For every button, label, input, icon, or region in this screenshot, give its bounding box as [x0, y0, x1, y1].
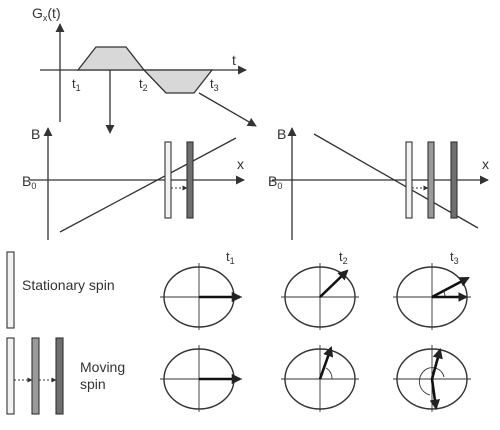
time-axis-label: t	[232, 52, 236, 68]
spin-slab-dark	[450, 141, 458, 219]
field-left-x-label: x	[237, 156, 244, 172]
positive-lobe	[76, 46, 146, 71]
field-left-y-label: B	[31, 126, 41, 142]
gradient-axis-label: Gx(t)	[32, 5, 61, 23]
gradient-waveform-panel	[40, 23, 257, 134]
field-right-x-label: x	[482, 156, 489, 172]
t1-label: t1	[72, 76, 81, 93]
spin-vector	[318, 346, 334, 380]
spin-vector	[431, 276, 470, 299]
moving-spin-label-line1: Moving	[80, 359, 126, 375]
phase-circle-stationary-t1	[160, 263, 243, 330]
spin-vector	[319, 269, 349, 298]
phase-circle-stationary-t2	[281, 263, 359, 330]
moving-slab-mid	[31, 337, 40, 415]
field-right-y-label: B	[277, 126, 287, 142]
negative-lobe	[142, 69, 214, 94]
field-right-b0-label: B0	[268, 173, 283, 191]
field-plot-left	[30, 127, 245, 240]
moving-slab-dark	[55, 337, 64, 415]
moving-spin-label-line2: spin	[80, 376, 106, 392]
moving-slab-light	[6, 337, 15, 415]
t2-label: t2	[139, 76, 148, 93]
field-left-b0-label: B0	[22, 173, 37, 191]
spin-slab-mid	[427, 141, 435, 219]
t3-label: t3	[210, 76, 219, 93]
phase-circle-moving-t2	[281, 345, 359, 412]
pointer-arrow-right	[198, 92, 257, 127]
spin-vector-return	[429, 378, 441, 411]
column-label-t1: t1	[226, 249, 235, 266]
phase-circle-moving-t3	[393, 345, 471, 412]
spin-slab-light	[164, 141, 172, 219]
column-label-t3: t3	[450, 249, 459, 266]
stationary-slab	[6, 251, 15, 329]
field-plot-right	[272, 127, 489, 240]
spin-slab-dark	[186, 141, 194, 219]
spin-vector	[430, 347, 443, 380]
column-label-t2: t2	[339, 249, 348, 266]
phase-circle-stationary-t3	[393, 263, 471, 330]
field-left-gradient-line	[59, 137, 237, 233]
stationary-spin-legend	[6, 251, 15, 329]
phase-circle-moving-t1	[160, 345, 243, 412]
moving-spin-legend	[6, 337, 64, 415]
spin-slab-light	[405, 141, 413, 219]
stationary-spin-label: Stationary spin	[22, 277, 115, 293]
